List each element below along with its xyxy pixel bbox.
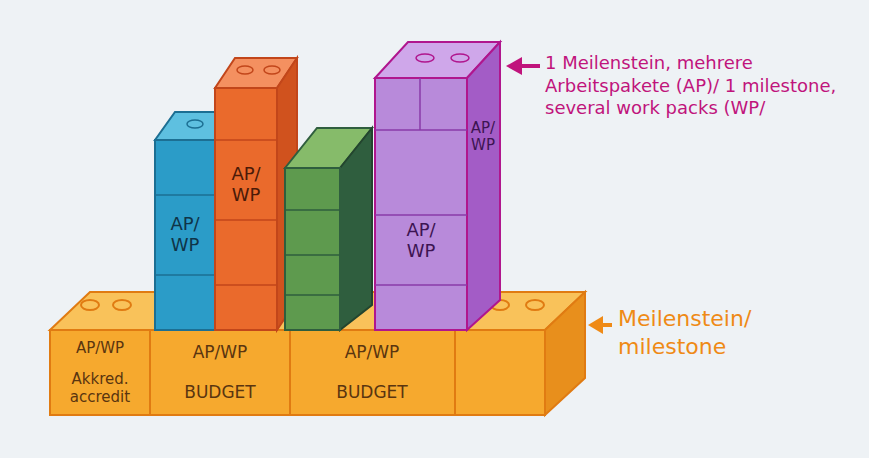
block-text: AP/ WP [390, 220, 452, 261]
stud [187, 120, 203, 128]
block-text: AP/WP [193, 343, 248, 363]
stud [416, 54, 434, 62]
base-divider [149, 330, 151, 415]
block-text: AP/ WP [468, 120, 498, 155]
stud [113, 300, 131, 310]
annotation-note: 1 Meilenstein, mehrere Arbeitspakete (AP… [545, 52, 845, 120]
brick-line [375, 284, 467, 286]
block-node: AP/ WP [157, 200, 213, 270]
brick-line [285, 294, 340, 296]
block-node: AP/ WP [217, 150, 275, 220]
block-node: AP/WP BUDGET [152, 333, 288, 413]
block-text: Akkred. accredit [52, 371, 148, 406]
orange-column [215, 88, 277, 330]
stud [81, 300, 99, 310]
green-column [285, 168, 340, 330]
block-node: AP/WP Akkred. accredit [52, 333, 148, 413]
annotation-note: Meilenstein/ milestone [618, 305, 768, 360]
block-text: AP/ WP [217, 164, 275, 205]
brick-line [375, 214, 467, 216]
brick-line [215, 284, 277, 286]
arrow-head [588, 316, 603, 334]
brick-line [375, 129, 467, 131]
leader-arrow [520, 64, 540, 68]
stud [264, 66, 280, 74]
arrow-head [506, 57, 522, 75]
stud [526, 300, 544, 310]
block-text: BUDGET [336, 383, 408, 403]
block-text: BUDGET [184, 383, 256, 403]
base-side-face [545, 292, 585, 415]
blue-column [155, 140, 215, 330]
brick-line [215, 139, 277, 141]
purple-column [375, 78, 467, 330]
base-divider [289, 330, 291, 415]
green-side-face [340, 128, 372, 330]
brick-line [285, 254, 340, 256]
brick-line [155, 194, 215, 196]
block-text: AP/ WP [157, 214, 213, 255]
block-node: AP/WP BUDGET [292, 333, 452, 413]
stud [237, 66, 253, 74]
brick-line [285, 209, 340, 211]
base-divider [454, 330, 456, 415]
brick-line [419, 78, 421, 130]
brick-line [155, 274, 215, 276]
brick-line [215, 219, 277, 221]
purple-side-face [467, 42, 500, 330]
base-front-face [50, 330, 545, 415]
stud [451, 54, 469, 62]
block-text: AP/WP [345, 343, 400, 363]
block-node: AP/ WP AP/ WP [376, 100, 502, 290]
block-text: AP/WP [76, 340, 124, 357]
